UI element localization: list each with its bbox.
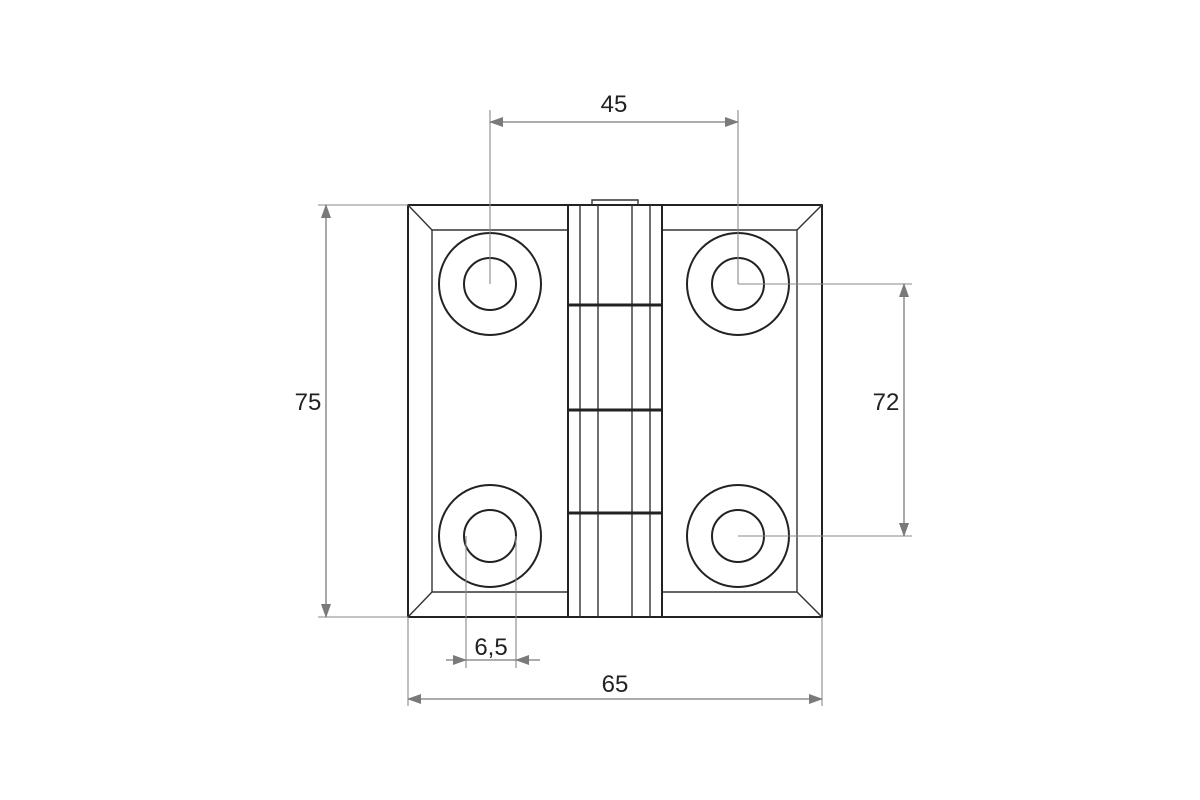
dimension-hole-spacing-vertical: 72 <box>738 283 912 537</box>
dimension-label-72: 72 <box>873 389 900 416</box>
dimension-label-75: 75 <box>295 389 322 416</box>
right-hinge-leaf <box>661 204 823 618</box>
left-hinge-leaf <box>407 204 569 618</box>
hole-bottom-left <box>438 484 542 588</box>
dimension-overall-height: 75 <box>295 204 408 618</box>
dimension-hole-diameter: 6,5 <box>446 536 540 668</box>
dimension-label-65: 65 <box>602 671 629 698</box>
dimension-overall-width: 65 <box>407 617 823 706</box>
dimension-label-6-5: 6,5 <box>474 634 507 661</box>
dimension-hole-spacing-horizontal: 45 <box>489 91 739 284</box>
hinge-knuckle <box>567 199 663 618</box>
dimension-label-45: 45 <box>601 91 628 118</box>
